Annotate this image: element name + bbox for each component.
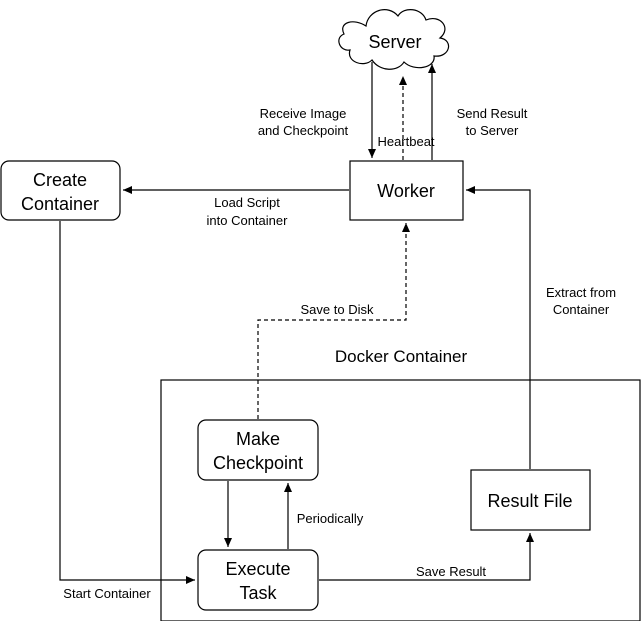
- docker-container-label: Docker Container: [335, 347, 468, 366]
- edge-label-periodically: Periodically: [297, 511, 364, 526]
- execute-task-label-line1: Execute: [225, 559, 290, 579]
- edge-label-extract-line1: Extract from: [546, 285, 616, 300]
- edge-label-send-result-line2: to Server: [466, 123, 519, 138]
- edge-extract: [466, 186, 531, 469]
- execute-task-node: [197, 549, 319, 611]
- execute-task-label-line2: Task: [239, 583, 277, 603]
- worker-node: [349, 160, 464, 221]
- create-container-node: [0, 160, 121, 221]
- edge-save-to-disk: [257, 223, 410, 419]
- create-container-label-line2: Container: [21, 194, 99, 214]
- make-checkpoint-node: [197, 419, 319, 481]
- edge-label-receive-image-line2: and Checkpoint: [258, 123, 349, 138]
- make-checkpoint-label-line1: Make: [236, 429, 280, 449]
- edge-label-receive-image-line1: Receive Image: [260, 106, 347, 121]
- edge-start-container: [59, 221, 195, 584]
- result-file-label: Result File: [487, 491, 572, 511]
- edge-label-load-script-line1: Load Script: [214, 195, 280, 210]
- result-file-node: [470, 469, 591, 531]
- make-checkpoint-label-line2: Checkpoint: [213, 453, 303, 473]
- edge-label-start-container: Start Container: [63, 586, 151, 601]
- docker-container-group: [160, 379, 641, 621]
- edge-label-send-result-line1: Send Result: [457, 106, 528, 121]
- edge-label-save-to-disk: Save to Disk: [301, 302, 374, 317]
- server-cloud: [338, 9, 450, 70]
- server-label: Server: [368, 32, 421, 52]
- edge-label-extract-line2: Container: [553, 302, 610, 317]
- worker-label: Worker: [377, 181, 435, 201]
- edge-label-heartbeat: Heartbeat: [377, 134, 434, 149]
- create-container-label-line1: Create: [33, 170, 87, 190]
- edge-label-save-result: Save Result: [416, 564, 486, 579]
- edge-label-load-script-line2: into Container: [207, 213, 289, 228]
- edge-save-result: [319, 533, 534, 581]
